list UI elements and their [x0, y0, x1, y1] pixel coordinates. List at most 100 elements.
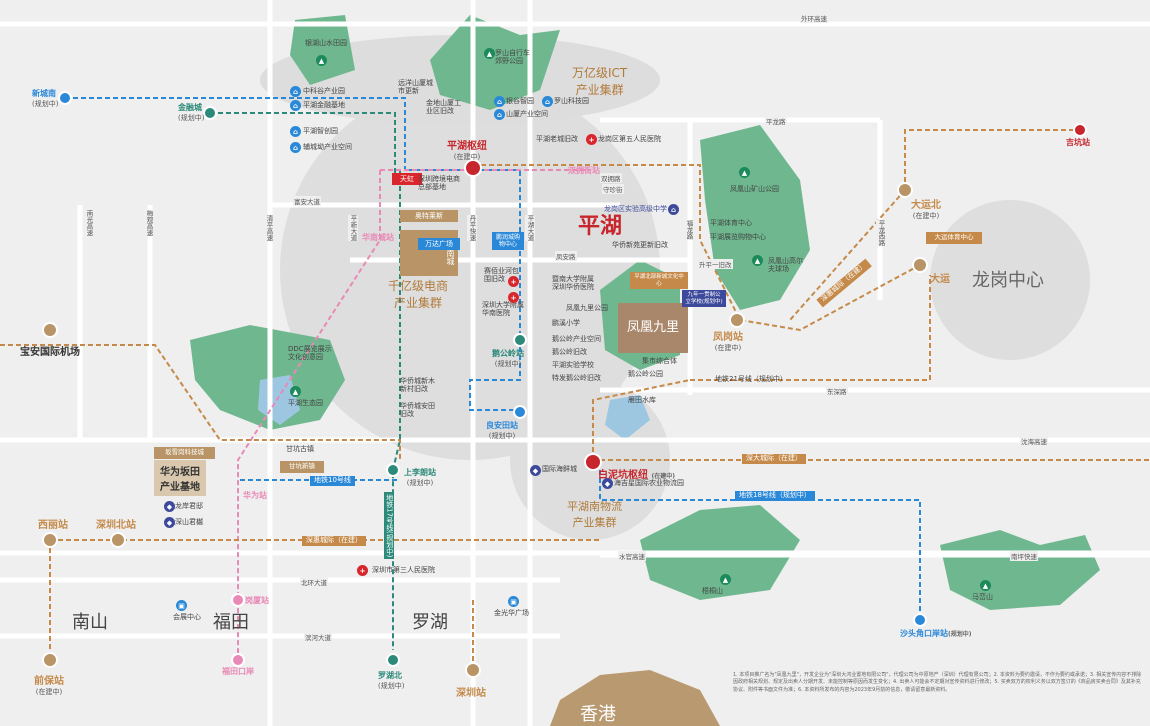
- poi-pinghu-ecology: 平湖生态园: [288, 399, 323, 407]
- poi-third-hospital: 深圳市第三人民医院: [372, 566, 435, 574]
- line-fenggang-brown: [473, 164, 921, 332]
- station-luohu-north: 罗湖北(规划中): [378, 670, 404, 691]
- poi-fenghuang-golf: 凤凰山高尔夫球场: [768, 257, 803, 273]
- cluster-ecommerce: 千亿级电商 产业集群: [388, 277, 448, 311]
- shangliting-status: (规划中): [406, 479, 434, 487]
- liangantian-status: (规划中): [488, 432, 516, 440]
- shenzhen-station-marker: [465, 662, 481, 678]
- project-marker[interactable]: 凤凰九里: [618, 303, 688, 353]
- xinchengnan-name: 新城南: [32, 89, 56, 98]
- poi-tejian: 特发鹅公岭旧改: [552, 374, 601, 382]
- poi-pinghu-sports: 平湖体育中心: [710, 219, 752, 227]
- poi-shenzhen-uni: 深圳大学附属华南医院: [482, 301, 524, 317]
- road-fengan: 凤安路: [555, 251, 577, 261]
- poi-ganxun-new: 甘坑新镇: [280, 461, 324, 473]
- poi-zhongke: 中科谷产业园: [303, 87, 345, 95]
- pinggong-name: 鹅公岭站: [492, 349, 524, 358]
- road-qinglin: 清平高速: [264, 215, 274, 241]
- shenzhen-north-marker: [110, 532, 126, 548]
- poi-pinghu-smart: 平湖智创园: [303, 127, 338, 135]
- hongkong-land: [550, 670, 720, 726]
- building-icon: ⌂: [290, 100, 301, 111]
- road-shengping: 升平一旧改: [698, 259, 733, 269]
- poi-huizhan: 会展中心: [173, 613, 201, 621]
- shatou-name: 沙头角口岸站: [900, 629, 948, 638]
- poi-huaqiao-anxi: 华侨城安田旧改: [400, 402, 435, 418]
- poi-longgang-hospital: 龙岗区第五人民医院: [598, 135, 661, 143]
- district-pinghu: 平湖: [578, 214, 623, 239]
- dayunbei-marker: [897, 182, 913, 198]
- station-shatou: 沙头角口岸站(规划中): [900, 628, 972, 639]
- building-icon: ⌂: [290, 142, 301, 153]
- poi-jinan-affiliated: 暨南大学附属深圳华侨医院: [552, 275, 594, 291]
- hospital-icon: +: [586, 134, 597, 145]
- poi-aotelaisi: 奥特莱斯: [400, 210, 458, 223]
- station-shangliting: 上李朗站(规划中): [404, 467, 436, 488]
- market-icon: ◆: [530, 465, 541, 476]
- station-dayun: 大运: [930, 274, 950, 285]
- poi-yulan: 银湖山水田园: [305, 39, 347, 47]
- poi-pinghu-old: 平湖老城旧改: [536, 135, 578, 143]
- pinggong-marker: [513, 333, 527, 347]
- road-shuangyong: 双拥路: [600, 173, 622, 183]
- poi-bantian-tech: 坂雪岗科技城: [154, 447, 215, 459]
- mall-icon: ▣: [508, 596, 519, 607]
- cluster-ecommerce-line1: 千亿级电商: [388, 279, 449, 293]
- qianhai-name: 前保站: [34, 676, 64, 687]
- line17-status: (规划中): [385, 530, 394, 558]
- hospital-icon: +: [508, 276, 519, 287]
- qianhai-marker: [42, 652, 58, 668]
- cluster-ecommerce-line2: 产业集群: [394, 296, 443, 310]
- baiminkeng-marker: [584, 453, 602, 471]
- poi-luoshan-bike: 罗山自行车郊野公园: [495, 49, 530, 65]
- poi-pengling-park: 鹅公岭公园: [628, 370, 663, 378]
- fenggang-marker: [729, 312, 745, 328]
- line-pinghu-blue: [469, 169, 521, 411]
- maluan-green: [940, 530, 1100, 610]
- poi-pengxi: 鹏溪小学: [552, 319, 580, 327]
- tree-icon: ▲: [739, 167, 750, 178]
- dayun-marker: [912, 257, 928, 273]
- dayunbei-name: 大运北: [911, 200, 941, 211]
- pinghu-zone-circle: [280, 80, 660, 460]
- poi-pinghu-finance: 平湖金融基地: [303, 101, 345, 109]
- road-shenda: 深大城际（在建）: [742, 454, 806, 464]
- station-pinggong: 鹅公岭站(规划中): [492, 348, 524, 369]
- poi-pinghu-exhibition: 平湖展览购物中心: [710, 233, 766, 241]
- qianhai-status: (在建中): [35, 688, 63, 696]
- station-jikeng: 吉坑站: [1066, 138, 1090, 147]
- luohu-north-marker: [386, 653, 400, 667]
- road-dongshen: 东深路: [826, 386, 848, 396]
- road-fuhuayi: 福龙路: [684, 220, 694, 240]
- cluster-logistics-line1: 平湖南物流: [567, 500, 622, 513]
- line-pink: [237, 170, 381, 660]
- road-pinghu: 平湖大道: [525, 215, 535, 241]
- station-dayunbei: 大运北(在建中): [911, 196, 941, 221]
- poi-jiuguan-school: 九年一贯制公立学校(规划中): [682, 290, 726, 308]
- tree-icon: ▲: [980, 580, 991, 591]
- station-jinrongcheng: 金融城(规划中): [178, 102, 204, 123]
- poi-pinghu-school: 平湖实验学校: [552, 361, 594, 369]
- poi-furenfeng: 辅城坳产业空间: [303, 143, 352, 151]
- jinrongcheng-name: 金融城: [178, 103, 202, 112]
- line-airport-brown: [0, 344, 401, 460]
- liangantian-name: 良安田站: [486, 421, 518, 430]
- line-jinrongcheng: [210, 112, 396, 180]
- tree-icon: ▲: [752, 255, 763, 266]
- residence-icon: ◆: [164, 501, 175, 512]
- road-pingjiang: 平龙西路: [876, 220, 886, 246]
- station-xili: 西丽站: [38, 520, 68, 531]
- station-shuangyong: 双拥街站: [568, 166, 600, 175]
- station-liangantian: 良安田站 (规划中): [486, 420, 518, 441]
- jinrongcheng-marker: [203, 106, 217, 120]
- futian-port-marker: [231, 653, 245, 667]
- baiminkeng-name: 白泥坑枢纽: [598, 470, 648, 481]
- pinghu-hub-label: 平湖枢纽 (在建中): [447, 137, 487, 162]
- line17-name: 地铁17号线: [385, 494, 394, 531]
- road-nanguang: 南光高速: [84, 210, 94, 236]
- poi-saijia: 赛佰业河包围旧改: [484, 267, 519, 283]
- poi-experiment-school: 龙岗区实验高级中学: [604, 205, 667, 213]
- line10-label: 地铁10号线: [310, 476, 355, 486]
- station-gangxia: 岗厦站: [245, 596, 269, 605]
